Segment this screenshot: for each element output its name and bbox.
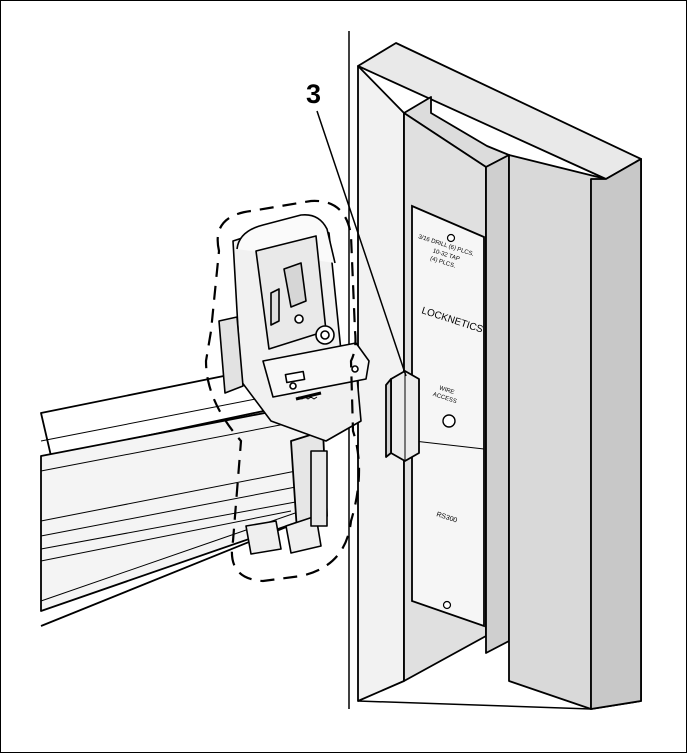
door-frame xyxy=(357,42,642,710)
strike-plate: 3/16 DRILL (6) PLCS. 10-32 TAP (4) PLCS.… xyxy=(411,204,485,628)
strike-screw-top xyxy=(446,233,456,243)
latch-bolt-plate xyxy=(262,342,370,398)
latch-mechanism xyxy=(218,213,370,555)
strike-keeper xyxy=(385,370,420,462)
lower-bracket xyxy=(245,520,282,555)
highlight-dashed-outline xyxy=(204,199,361,583)
plate-wire-text-1: WIRE xyxy=(438,385,455,396)
callout-number-3: 3 xyxy=(306,79,322,109)
callout-leader-line xyxy=(316,110,407,377)
frame-stop-face xyxy=(485,154,510,654)
strike-screw-bottom xyxy=(442,600,452,610)
wire-access-hole xyxy=(442,414,456,428)
